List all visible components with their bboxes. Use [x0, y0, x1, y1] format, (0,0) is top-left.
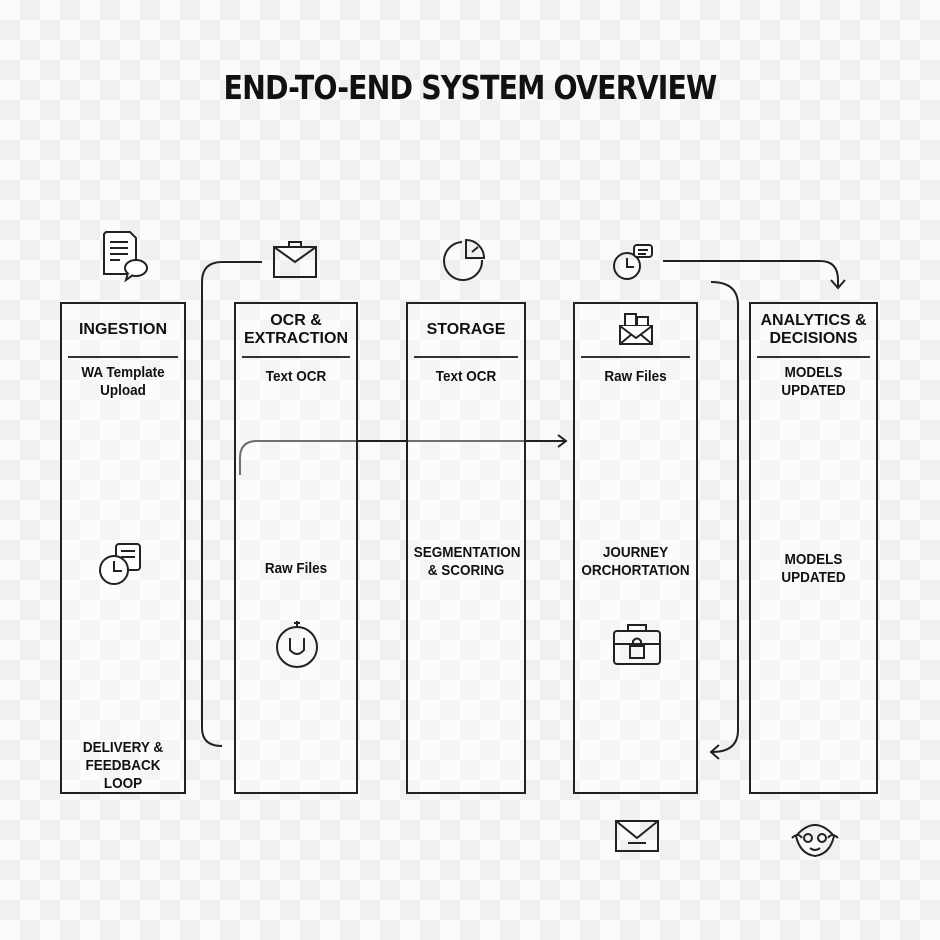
column-mid-label: Raw Files: [264, 560, 328, 577]
pie-chart-icon: [443, 238, 486, 281]
column-bottom-label: DELIVERY & FEEDBACK LOOP: [82, 739, 164, 792]
column-subtitle: WA Template Upload: [81, 364, 165, 399]
column-ingestion: INGESTION WA Template Upload DELIVERY & …: [60, 302, 186, 794]
page-title: END-TO-END SYSTEM OVERVIEW: [223, 68, 718, 107]
column-mid-label: JOURNEY ORCHORTATION: [581, 544, 690, 579]
locked-case-icon: [613, 624, 661, 665]
arrowhead: [709, 744, 720, 760]
column-subtitle: Raw Files: [604, 368, 667, 385]
column-analytics: ANALYTICS & DECISIONS MODELS UPDATED MOD…: [749, 302, 878, 794]
column-subtitle: Text OCR: [435, 368, 497, 385]
column-heading: INGESTION: [78, 321, 167, 338]
column-subtitle: MODELS UPDATED: [781, 364, 846, 399]
document-chat-icon: [103, 231, 148, 283]
column-subtitle: Text OCR: [265, 368, 327, 385]
briefcase-icon: [273, 241, 317, 278]
divider: [68, 356, 178, 358]
divider: [581, 356, 690, 358]
column-heading: OCR & EXTRACTION: [244, 312, 348, 347]
connector-loop-left: [201, 261, 262, 747]
column-journey: Raw Files JOURNEY ORCHORTATION: [573, 302, 698, 794]
column-ocr-extraction: OCR & EXTRACTION Text OCR Raw Files: [234, 302, 358, 794]
open-envelope-icon: [619, 313, 653, 345]
clock-chat-icon: [613, 244, 653, 280]
divider: [757, 356, 870, 358]
connector-return-loop: [710, 281, 739, 753]
clock-document-icon: [99, 543, 141, 585]
column-mid-label: MODELS UPDATED: [781, 551, 846, 586]
arrowhead: [830, 279, 846, 290]
column-heading: STORAGE: [426, 321, 506, 338]
column-mid-label: SEGMENTATION & SCORING: [413, 544, 521, 579]
arrowhead: [557, 434, 568, 448]
column-storage: STORAGE Text OCR SEGMENTATION & SCORING: [406, 302, 526, 794]
connector-arrow-ocr-to-journey: [239, 440, 566, 475]
envelope-icon: [615, 820, 659, 852]
mask-icon: [791, 824, 839, 858]
divider: [242, 356, 350, 358]
connector-arrow-to-analytics: [663, 260, 839, 288]
column-heading: ANALYTICS & DECISIONS: [760, 312, 867, 347]
shield-dial-icon: [276, 621, 318, 668]
divider: [414, 356, 518, 358]
